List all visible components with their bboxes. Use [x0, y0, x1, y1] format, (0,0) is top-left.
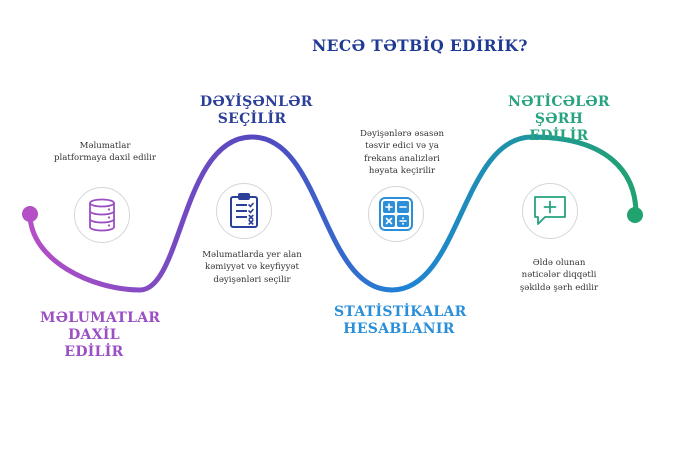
start-dot [22, 206, 38, 222]
stage3-description: Dəyişənlərə əsasən təsvir edici və ya fr… [359, 129, 445, 177]
clipboard-checklist-icon [230, 193, 258, 228]
stage1-description: Məlumatlar platformaya daxil edilir [54, 141, 156, 164]
stage4-description: Əldə olunan nəticələr diqqətli şəkildə ş… [519, 258, 599, 293]
stage2-title: DƏYİŞƏNLƏR SEÇİLİR [200, 94, 313, 127]
calculator-icon [379, 197, 413, 231]
end-dot [627, 207, 643, 223]
stage3-title: STATİSTİKALAR HESABLANIR [334, 304, 467, 337]
stage4-title: NƏTİCƏLƏR ŞƏRH EDİLİR [508, 94, 610, 144]
database-icon [89, 198, 115, 232]
stage1-icon-circle [74, 187, 130, 243]
stage4-icon-circle [522, 183, 578, 239]
flow-path [27, 134, 639, 293]
stage3-icon-circle [368, 186, 424, 242]
stage1-title: MƏLUMATLAR DAXİL EDİLİR [40, 310, 161, 360]
comment-add-icon [534, 196, 566, 225]
stage2-icon-circle [216, 183, 272, 239]
page-title: NECƏ TƏTBİQ EDİRİK? [312, 36, 528, 55]
stage2-description: Məlumatlarda yer alan kəmiyyət və keyfiy… [202, 250, 302, 285]
